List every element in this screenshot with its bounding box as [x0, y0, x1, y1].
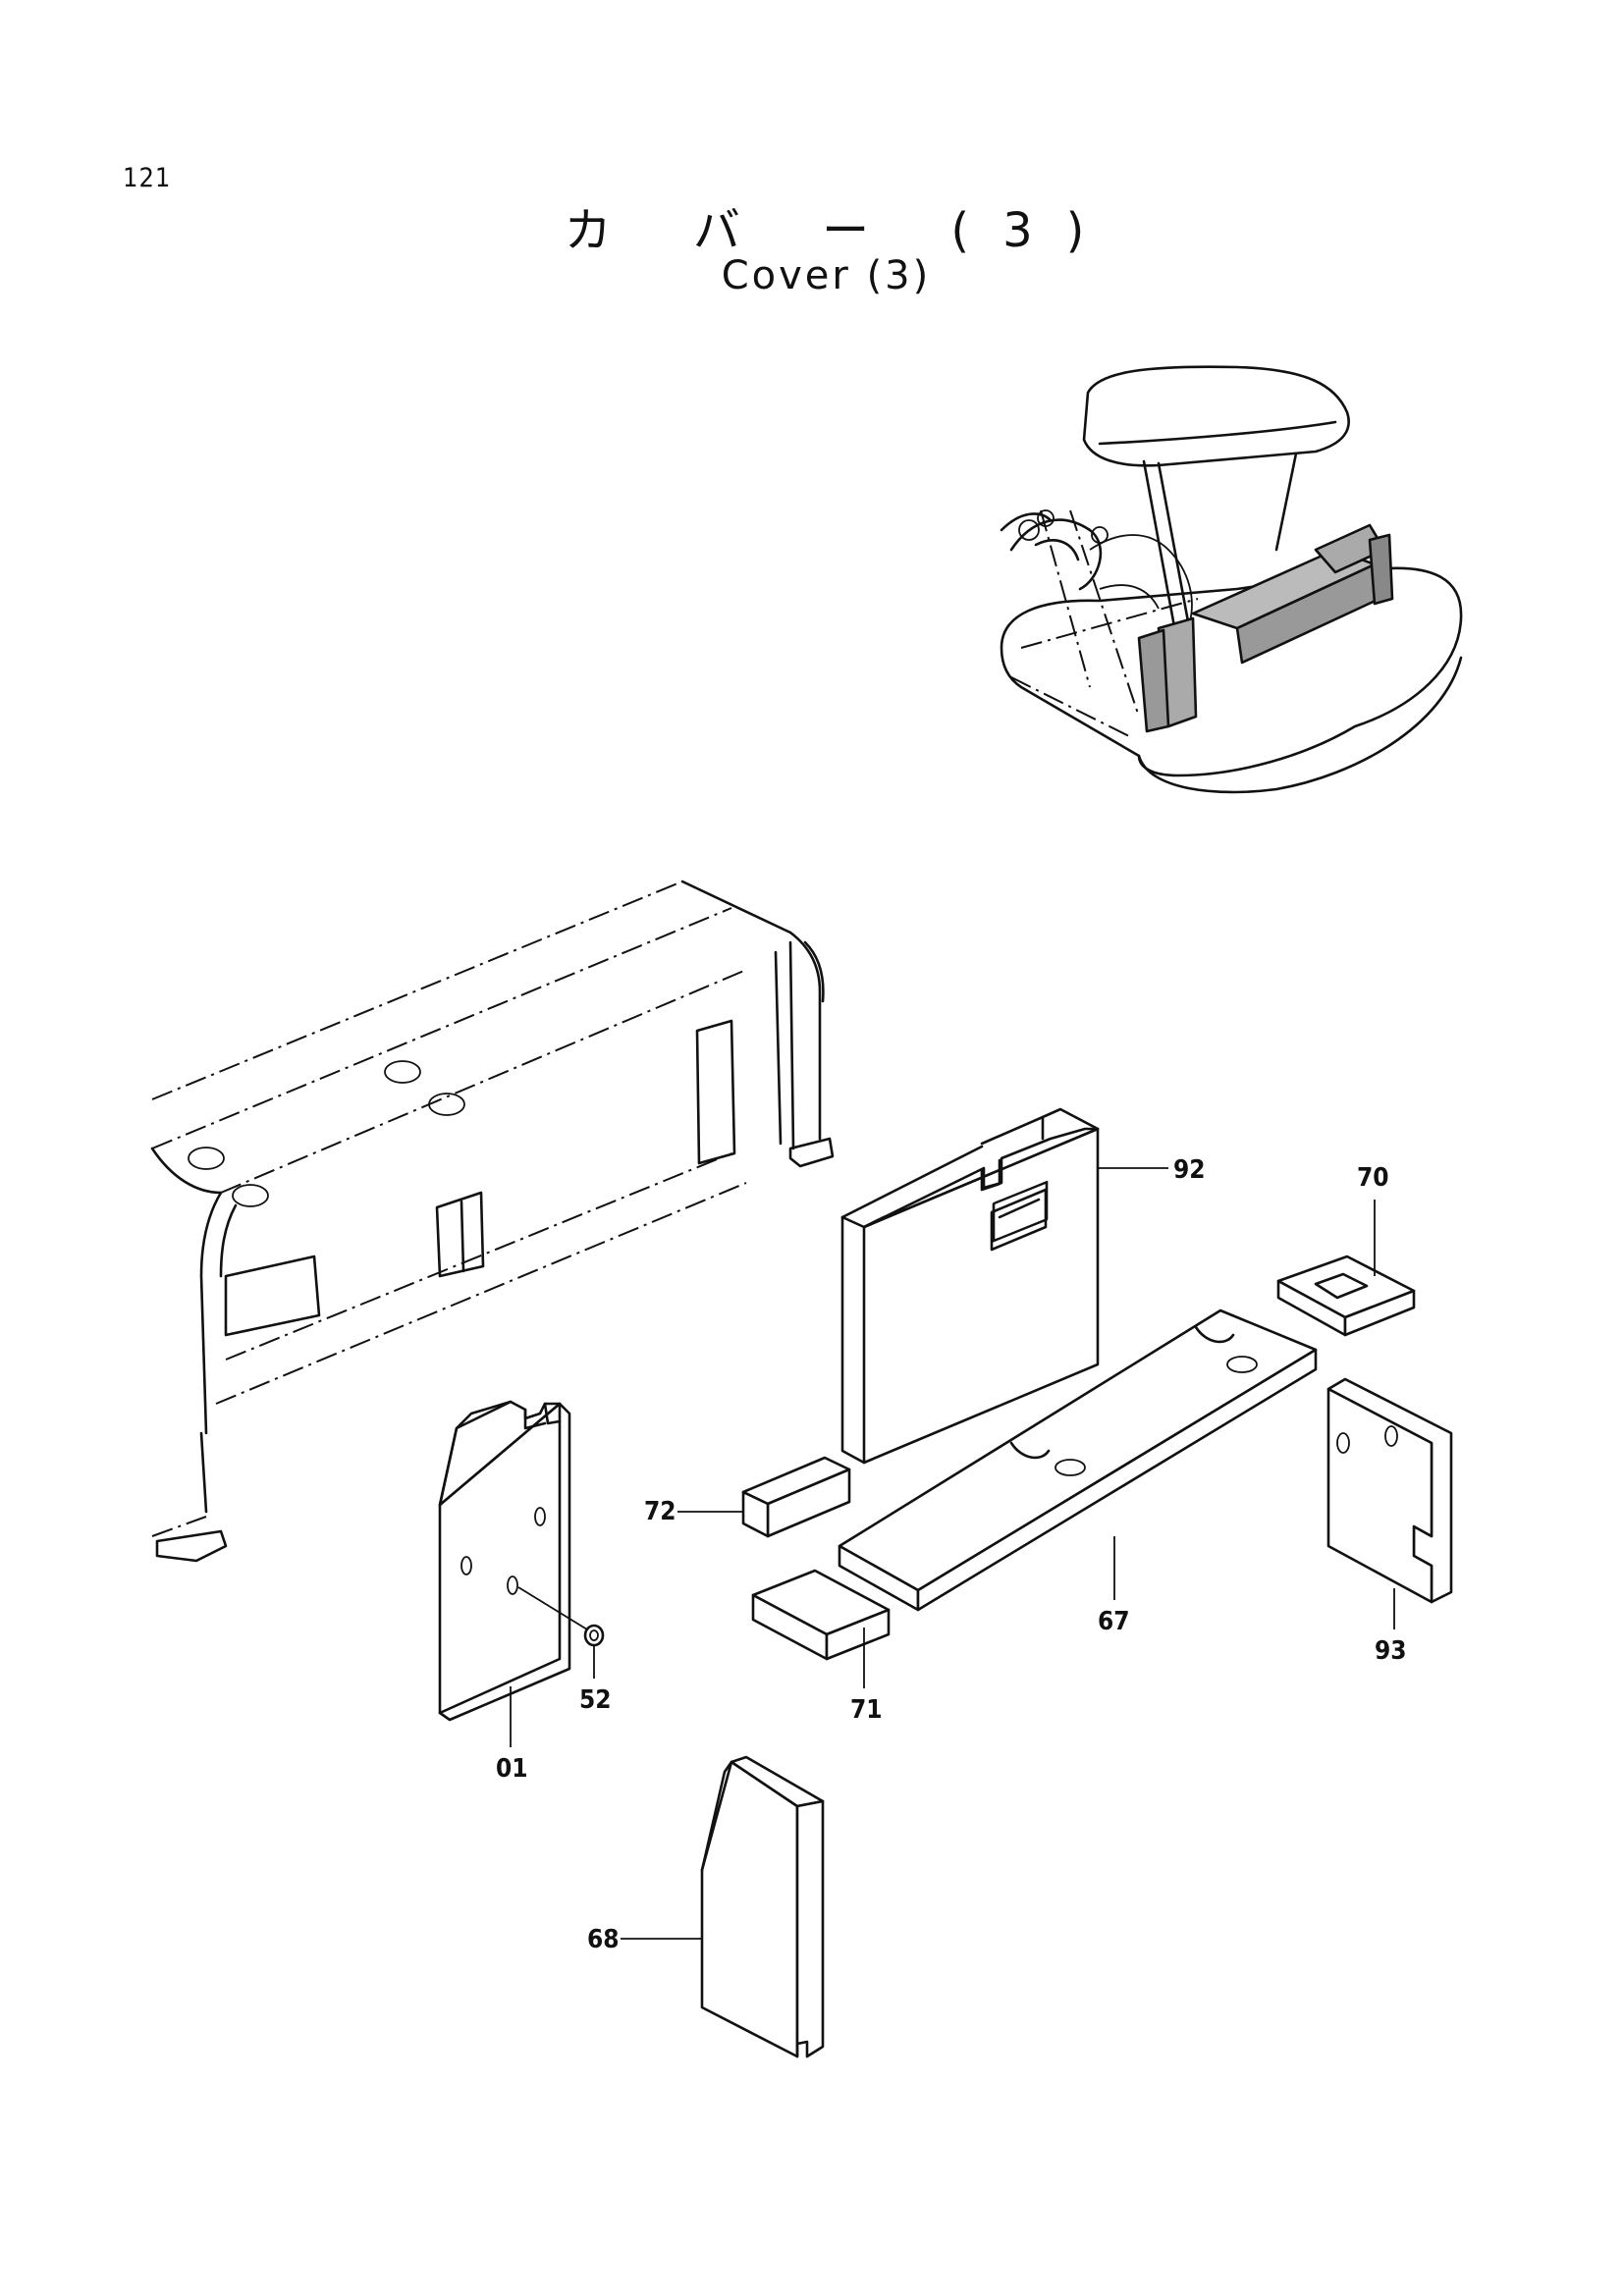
part-71-block: [751, 1569, 891, 1661]
part-72-block: [741, 1456, 851, 1538]
part-92-pad: [840, 1107, 1100, 1465]
title-english: Cover (3): [721, 253, 932, 298]
part-93-pad: [1326, 1377, 1453, 1604]
callout-71: 71: [850, 1695, 883, 1725]
part-67-plate: [838, 1308, 1318, 1612]
machine-overview-inset: [1000, 365, 1463, 794]
callout-72: 72: [644, 1497, 676, 1526]
title-japanese: カ バ ー (3): [564, 203, 1118, 258]
part-01-pad: [438, 1400, 571, 1722]
callout-92: 92: [1173, 1155, 1206, 1185]
callout-70: 70: [1357, 1163, 1389, 1193]
part-70-pad: [1276, 1255, 1416, 1337]
callout-68: 68: [587, 1925, 620, 1954]
callout-93: 93: [1375, 1636, 1407, 1666]
main-frame-outline: [150, 880, 835, 1563]
leader-lines: [510, 1167, 1395, 1940]
callout-67: 67: [1098, 1607, 1130, 1636]
page-number: 121: [123, 163, 172, 193]
callout-52: 52: [579, 1685, 612, 1715]
callout-01: 01: [496, 1754, 528, 1784]
part-68-pad: [700, 1755, 825, 2058]
callout-labels: 92 70 72 67 93 71 52 01 68: [496, 1155, 1407, 1954]
